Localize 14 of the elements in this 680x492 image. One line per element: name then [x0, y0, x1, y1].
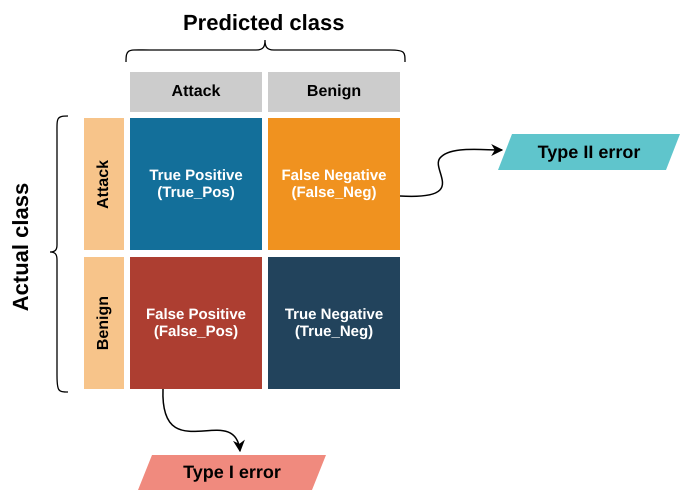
matrix-cell: True Positive (True_Pos): [130, 118, 262, 250]
arrow: [400, 144, 504, 198]
row-header: Benign: [84, 257, 124, 389]
matrix-cell: False Negative (False_Neg): [268, 118, 400, 250]
arrow: [162, 388, 244, 452]
axis-title: Predicted class: [183, 10, 344, 36]
error-tag: Type I error: [138, 455, 326, 490]
column-header: Benign: [268, 72, 400, 112]
matrix-cell: False Positive (False_Pos): [130, 257, 262, 389]
column-header: Attack: [130, 72, 262, 112]
row-header: Attack: [84, 118, 124, 250]
error-tag: Type II error: [498, 134, 680, 170]
axis-title: Actual class: [8, 182, 34, 312]
matrix-cell: True Negative (True_Neg): [268, 257, 400, 389]
